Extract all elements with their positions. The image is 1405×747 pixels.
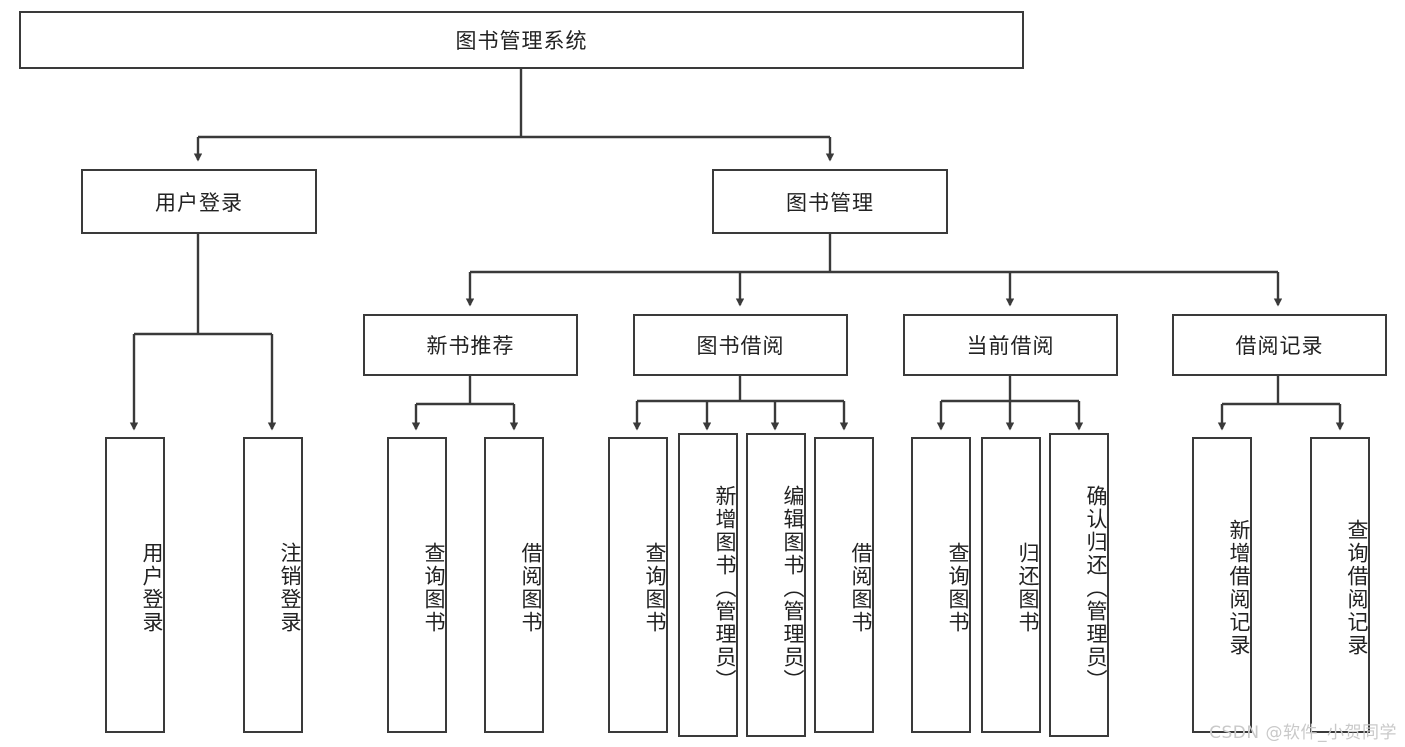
node-leaf-add-borrow-record[interactable]: 新增借阅记录: [1192, 437, 1252, 733]
node-label: 查询图书: [946, 542, 970, 634]
node-label: 归还图书: [1016, 542, 1040, 634]
node-label: 借阅图书: [849, 542, 873, 634]
csdn-watermark: CSDN @软件_小贺同学: [1209, 723, 1397, 743]
node-label: 用户登录: [140, 542, 164, 634]
node-borrow-record[interactable]: 借阅记录: [1172, 314, 1387, 376]
node-leaf-query-book-3[interactable]: 查询图书: [911, 437, 971, 733]
node-label: 查询图书: [643, 542, 667, 634]
node-label: 借阅图书: [519, 542, 543, 634]
node-book-borrow[interactable]: 图书借阅: [633, 314, 848, 376]
node-leaf-borrow-book-2[interactable]: 借阅图书: [814, 437, 874, 733]
node-label: 图书管理: [786, 190, 874, 215]
node-label: 用户登录: [155, 190, 243, 215]
node-leaf-query-book-2[interactable]: 查询图书: [608, 437, 668, 733]
node-leaf-borrow-book-1[interactable]: 借阅图书: [484, 437, 544, 733]
node-label: 借阅记录: [1235, 334, 1324, 358]
node-book-management-system[interactable]: 图书管理系统: [19, 11, 1024, 69]
node-label: 编辑图书（管理员）: [781, 484, 805, 692]
node-label: 图书管理系统: [455, 29, 588, 53]
node-label: 图书借阅: [696, 334, 785, 358]
node-label: 新增借阅记录: [1227, 519, 1251, 657]
node-leaf-add-book-admin[interactable]: 新增图书（管理员）: [678, 433, 738, 737]
node-leaf-query-borrow-record[interactable]: 查询借阅记录: [1310, 437, 1370, 733]
node-leaf-confirm-return-admin[interactable]: 确认归还（管理员）: [1049, 433, 1109, 737]
node-label: 新书推荐: [426, 334, 515, 358]
node-leaf-return-book[interactable]: 归还图书: [981, 437, 1041, 733]
node-label: 新增图书（管理员）: [713, 484, 737, 692]
node-label: 查询借阅记录: [1345, 519, 1369, 657]
node-book-management[interactable]: 图书管理: [712, 169, 948, 234]
node-leaf-user-login[interactable]: 用户登录: [105, 437, 165, 733]
node-leaf-edit-book-admin[interactable]: 编辑图书（管理员）: [746, 433, 806, 737]
node-label: 当前借阅: [966, 334, 1055, 358]
node-label: 确认归还（管理员）: [1084, 484, 1108, 692]
node-leaf-logout-login[interactable]: 注销登录: [243, 437, 303, 733]
node-current-borrow[interactable]: 当前借阅: [903, 314, 1118, 376]
node-new-book-recommend[interactable]: 新书推荐: [363, 314, 578, 376]
node-label: 注销登录: [278, 542, 302, 634]
node-leaf-query-book-1[interactable]: 查询图书: [387, 437, 447, 733]
node-user-login[interactable]: 用户登录: [81, 169, 317, 234]
node-label: 查询图书: [422, 542, 446, 634]
